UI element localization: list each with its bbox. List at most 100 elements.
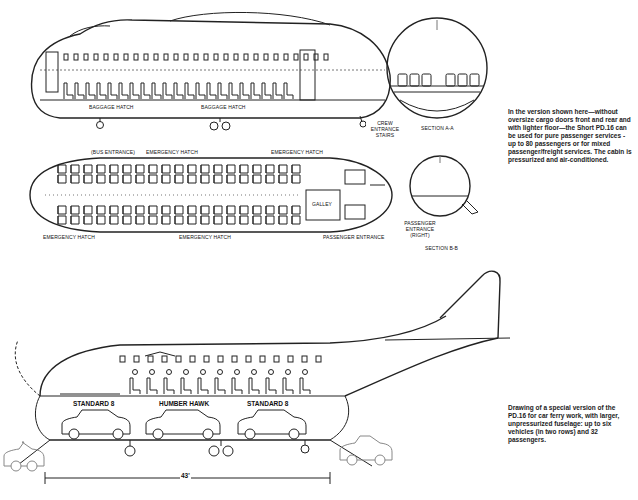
seat — [84, 206, 92, 214]
seat — [229, 83, 238, 99]
seat — [84, 165, 92, 173]
passenger-head — [252, 370, 257, 375]
hatch-label: EMERGENCY HATCH — [145, 150, 199, 156]
seat — [188, 165, 196, 173]
seat — [292, 175, 300, 183]
window — [144, 54, 148, 60]
seat — [149, 165, 157, 173]
passenger-head — [269, 370, 274, 375]
seat — [110, 175, 118, 183]
seat — [262, 83, 271, 99]
seat — [240, 165, 248, 173]
caption-text: In the version shown here—without oversi… — [508, 108, 634, 164]
seat — [292, 165, 300, 173]
seat — [149, 216, 157, 224]
seat — [58, 206, 66, 214]
seat — [175, 165, 183, 173]
window — [302, 356, 307, 362]
seat — [227, 216, 235, 224]
seat — [240, 206, 248, 214]
seat — [273, 83, 282, 99]
car-wheel — [69, 429, 79, 439]
window — [114, 54, 118, 60]
seat — [215, 378, 225, 394]
seat — [71, 206, 79, 214]
seat — [110, 216, 118, 224]
floor — [60, 394, 120, 395]
seat — [266, 175, 274, 183]
seat — [227, 175, 235, 183]
window — [284, 54, 288, 60]
seat — [227, 165, 235, 173]
seat — [97, 216, 105, 224]
seat — [266, 165, 274, 173]
seat — [75, 83, 84, 99]
window — [214, 54, 218, 60]
seat — [97, 206, 105, 214]
seat — [253, 165, 261, 173]
seat — [64, 83, 73, 99]
window — [94, 54, 98, 60]
hatch-label: BAGGAGE HATCH — [200, 105, 247, 111]
seat — [108, 83, 117, 99]
window — [204, 54, 208, 60]
seat — [227, 206, 235, 214]
seat — [214, 216, 222, 224]
window — [176, 356, 181, 362]
window — [224, 54, 228, 60]
passenger-head — [218, 370, 223, 375]
seat — [198, 378, 208, 394]
seat — [253, 206, 261, 214]
seat — [292, 216, 300, 224]
seat — [97, 165, 105, 173]
window — [304, 54, 308, 60]
window — [264, 54, 268, 60]
seat — [162, 165, 170, 173]
passenger-head — [167, 370, 172, 375]
seat — [97, 83, 106, 99]
seat — [207, 83, 216, 99]
window — [184, 54, 188, 60]
car-wheel — [375, 455, 385, 465]
car-label: HUMBER HAWK — [158, 400, 210, 407]
seat — [123, 206, 131, 214]
window — [316, 356, 321, 362]
seat — [162, 206, 170, 214]
seat — [470, 74, 479, 86]
seat — [136, 206, 144, 214]
seat — [162, 175, 170, 183]
seat — [136, 216, 144, 224]
plan-view — [30, 158, 392, 232]
hatch-label: EMERGENCY HATCH — [270, 150, 324, 156]
window — [246, 356, 251, 362]
seat — [201, 175, 209, 183]
window — [134, 54, 138, 60]
seat — [163, 83, 172, 99]
window — [134, 356, 139, 362]
hatch-label: EMERGENCY HATCH — [42, 235, 96, 241]
seat — [71, 216, 79, 224]
seat — [279, 206, 287, 214]
window — [194, 54, 198, 60]
passenger-head — [201, 370, 206, 375]
window — [274, 54, 278, 60]
seat — [240, 216, 248, 224]
seat — [84, 216, 92, 224]
window — [120, 356, 125, 362]
window — [84, 54, 88, 60]
seat — [71, 175, 79, 183]
window — [288, 356, 293, 362]
seat — [123, 165, 131, 173]
seat — [58, 165, 66, 173]
entrance-label: (BUS ENTRANCE) — [90, 150, 136, 156]
hatch-label: EMERGENCY HATCH — [178, 235, 232, 241]
car-wheel — [11, 461, 21, 471]
window — [324, 54, 328, 60]
car-label: STANDARD 8 — [246, 400, 289, 407]
seat — [253, 175, 261, 183]
seat — [162, 216, 170, 224]
seat — [251, 83, 260, 99]
seat — [284, 83, 293, 99]
section-title: SECTION B-B — [424, 246, 459, 252]
seat — [279, 175, 287, 183]
